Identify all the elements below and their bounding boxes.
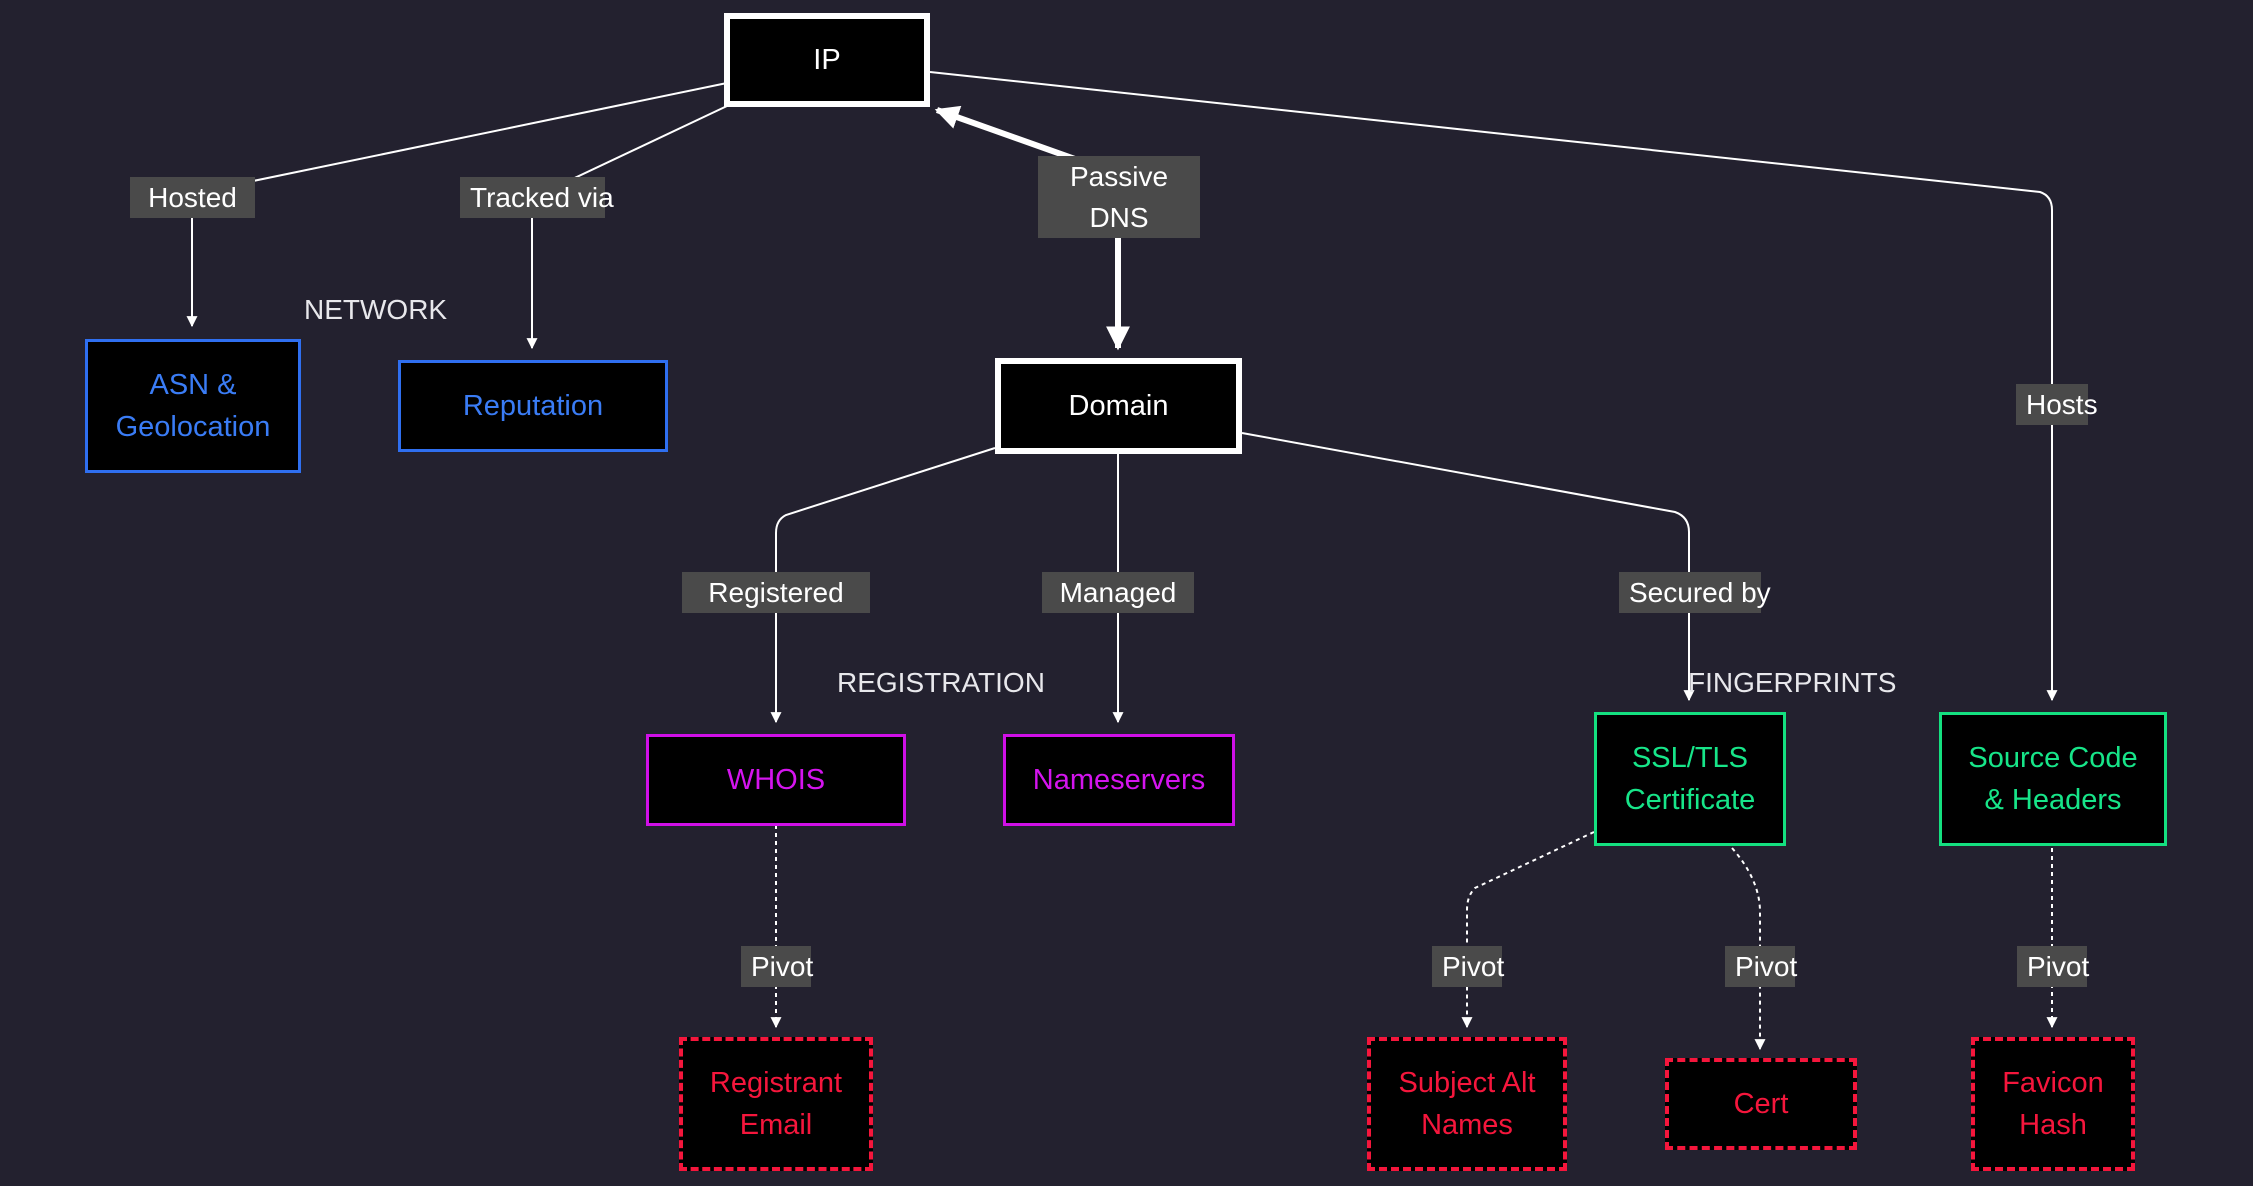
node-san-text: Subject Alt bbox=[1398, 1067, 1536, 1099]
edge-label-text: Hosts bbox=[2026, 389, 2098, 420]
node-ssl-text: SSL/TLS bbox=[1631, 742, 1749, 774]
node-asn-text: Geolocation bbox=[115, 411, 271, 443]
node-domain[interactable]: Domain bbox=[995, 358, 1242, 454]
group-title-registration: REGISTRATION bbox=[837, 667, 1045, 698]
edge-label-hosts: Hosts bbox=[2016, 384, 2098, 425]
group-title-fingerprints: FINGERPRINTS bbox=[1688, 667, 1897, 698]
edge-domain-ssl bbox=[1241, 432, 1695, 702]
edge-ssl-san bbox=[1461, 831, 1595, 1029]
edge-label-text: Pivot bbox=[1735, 951, 1798, 982]
edge-label-passive-dns: Passive DNS bbox=[1038, 156, 1200, 238]
node-reputation[interactable]: Reputation bbox=[398, 360, 668, 452]
edge-label-text: DNS bbox=[1089, 202, 1149, 233]
node-san-text: Names bbox=[1421, 1109, 1513, 1141]
edge-ip-reputation bbox=[526, 105, 728, 350]
edge-label-text: Pivot bbox=[2027, 951, 2090, 982]
edge-label-text: Pivot bbox=[1442, 951, 1505, 982]
edge-label-tracked: Tracked via bbox=[460, 177, 614, 218]
node-ip[interactable]: IP bbox=[724, 13, 930, 107]
node-cert[interactable]: Cert bbox=[1665, 1058, 1857, 1150]
node-reputation-text: Reputation bbox=[462, 390, 604, 422]
node-ssl-tls-certificate[interactable]: SSL/TLS Certificate bbox=[1594, 712, 1786, 846]
edge-label-text: Pivot bbox=[751, 951, 814, 982]
edge-label-pivot-whois: Pivot bbox=[741, 946, 814, 987]
edge-label-managed: Managed bbox=[1042, 572, 1194, 613]
node-source-text: & Headers bbox=[1984, 784, 2122, 816]
edge-label-text: Registered bbox=[708, 577, 844, 608]
node-favicon-text: Favicon bbox=[2002, 1067, 2104, 1099]
node-nameservers[interactable]: Nameservers bbox=[1003, 734, 1235, 826]
edge-ip-source bbox=[929, 71, 2058, 702]
node-whois-text: WHOIS bbox=[726, 764, 826, 796]
edge-label-text: Secured by bbox=[1629, 577, 1771, 608]
node-ssl-text: Certificate bbox=[1624, 784, 1756, 816]
edge-label-text: Passive bbox=[1069, 161, 1169, 192]
node-source-text: Source Code bbox=[1968, 742, 2138, 774]
edge-label-pivot-favicon: Pivot bbox=[2017, 946, 2090, 987]
edge-label-text: Hosted bbox=[148, 182, 237, 213]
node-favicon-text: Hash bbox=[2019, 1109, 2087, 1141]
edge-label-pivot-san: Pivot bbox=[1432, 946, 1505, 987]
edge-label-secured: Secured by bbox=[1619, 572, 1771, 613]
edge-label-registered: Registered bbox=[682, 572, 870, 613]
node-ip-text: IP bbox=[813, 44, 841, 76]
node-cert-text: Cert bbox=[1733, 1088, 1789, 1120]
node-registrant-text: Email bbox=[739, 1109, 813, 1141]
edge-label-hosted: Hosted bbox=[130, 177, 255, 218]
node-domain-text: Domain bbox=[1068, 390, 1169, 422]
node-nameservers-text: Nameservers bbox=[1032, 764, 1206, 796]
edge-label-text: Managed bbox=[1059, 577, 1177, 608]
edge-label-pivot-cert: Pivot bbox=[1725, 946, 1798, 987]
node-registrant-text: Registrant bbox=[709, 1067, 843, 1099]
node-asn-geolocation[interactable]: ASN & Geolocation bbox=[85, 339, 301, 473]
node-source-code-headers[interactable]: Source Code & Headers bbox=[1939, 712, 2167, 846]
node-whois[interactable]: WHOIS bbox=[646, 734, 906, 826]
edge-label-text: Tracked via bbox=[470, 182, 614, 213]
edge-ssl-cert bbox=[1731, 847, 1766, 1051]
group-title-network: NETWORK bbox=[304, 294, 448, 325]
edge-domain-whois bbox=[770, 447, 996, 724]
node-asn-text: ASN & bbox=[149, 369, 237, 401]
